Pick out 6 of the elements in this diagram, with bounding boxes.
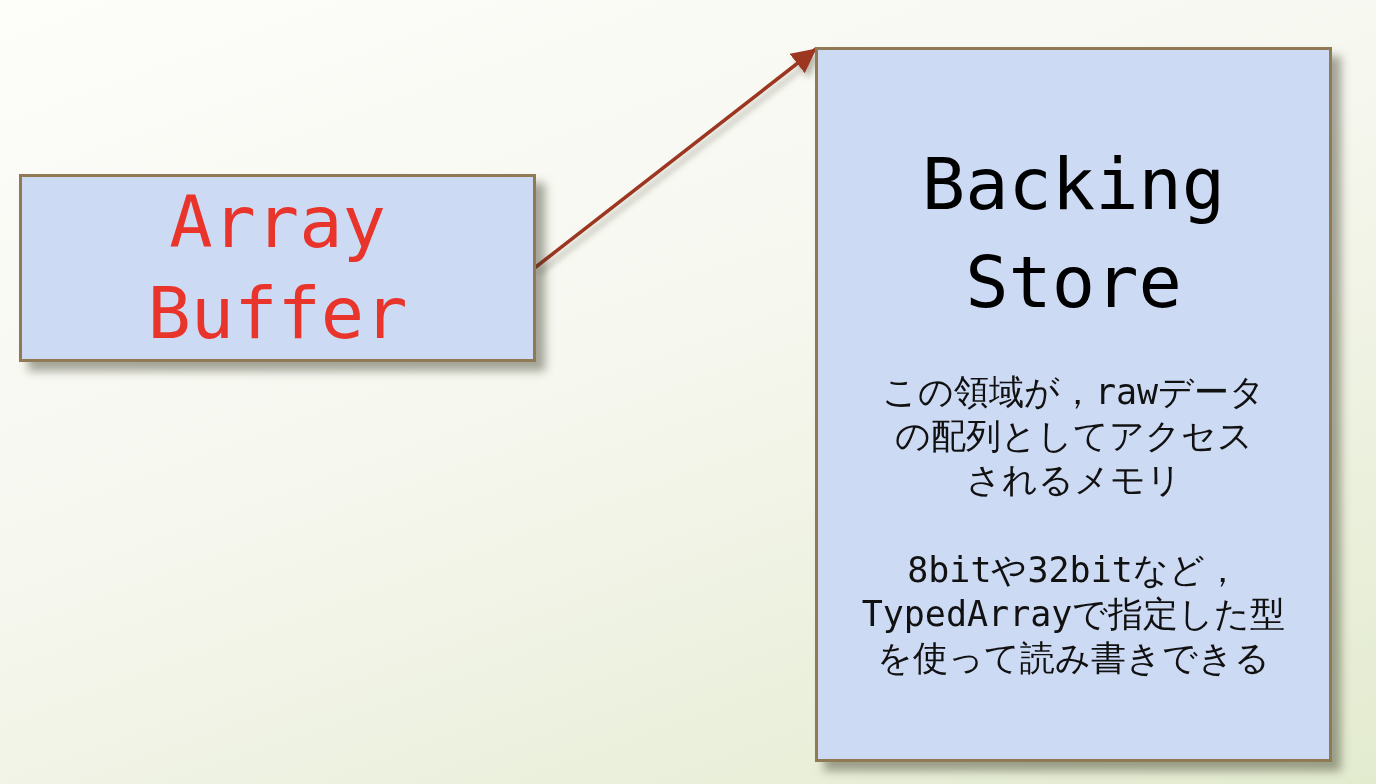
node-box (815, 47, 1332, 762)
box-title: Array Buffer (146, 179, 409, 357)
box-text: この領域が，rawデータの配列としてアクセスされるメモリ (880, 371, 1267, 502)
box-title: Backing Store (920, 141, 1227, 326)
node-box (19, 174, 536, 362)
box-text: 8bitや32bitなど，TypedArrayで指定した型を使って読み書きできる (860, 549, 1287, 680)
